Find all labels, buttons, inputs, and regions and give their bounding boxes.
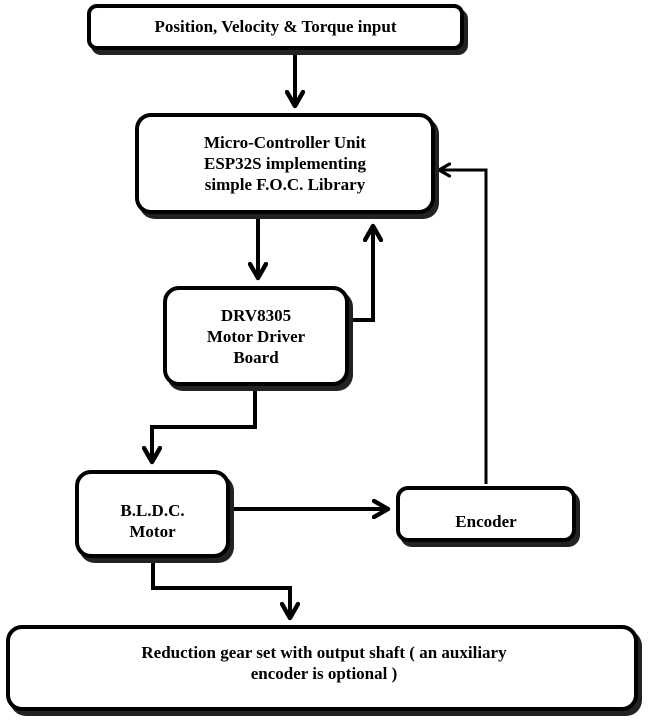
node-bldc-motor-label: B.L.D.C. Motor <box>120 501 185 541</box>
node-motor-driver-box: DRV8305 Motor Driver Board <box>163 286 349 386</box>
node-reduction-gear-label: Reduction gear set with output shaft ( a… <box>141 643 507 683</box>
node-mcu-box: Micro-Controller Unit ESP32S implementin… <box>135 113 435 214</box>
node-encoder-box: Encoder <box>396 486 576 542</box>
node-mcu-label: Micro-Controller Unit ESP32S implementin… <box>204 133 366 194</box>
edge-drv-to-bldc <box>152 389 257 462</box>
node-reduction-gear-box: Reduction gear set with output shaft ( a… <box>6 625 638 711</box>
node-bldc-motor-box: B.L.D.C. Motor <box>75 470 230 558</box>
node-encoder-label: Encoder <box>455 511 517 531</box>
edge-encoder-to-mcu <box>439 170 488 484</box>
node-motor-driver-label: DRV8305 Motor Driver Board <box>206 305 306 367</box>
node-input-box: Position, Velocity & Torque input <box>87 4 464 50</box>
edge-drv-to-mcu <box>351 226 373 322</box>
edge-bldc-to-gear <box>151 560 290 618</box>
node-input-label: Position, Velocity & Torque input <box>154 16 397 36</box>
